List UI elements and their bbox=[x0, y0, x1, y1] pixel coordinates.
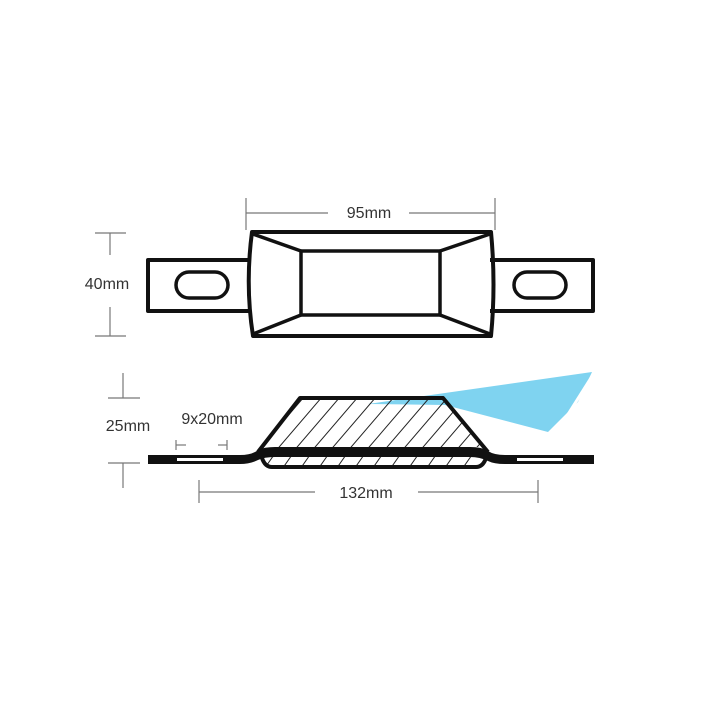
top-face bbox=[299, 249, 442, 317]
dimension-132mm: 132mm bbox=[198, 480, 539, 503]
dimension-25mm: 25mm bbox=[106, 373, 150, 488]
anode-body-top bbox=[246, 230, 496, 338]
right-mounting-tab bbox=[490, 258, 595, 313]
dimension-40mm: 40mm bbox=[85, 232, 129, 337]
label-body-width: 95mm bbox=[347, 205, 391, 222]
left-slot-section bbox=[177, 458, 223, 461]
label-thickness: 25mm bbox=[106, 418, 150, 435]
right-slot bbox=[512, 270, 568, 300]
right-slot-section bbox=[517, 458, 563, 461]
hatch-lower bbox=[262, 457, 475, 467]
left-slot bbox=[174, 270, 230, 300]
mounting-strap bbox=[148, 447, 594, 464]
label-overall-length: 132mm bbox=[339, 485, 392, 502]
label-height: 40mm bbox=[85, 276, 129, 293]
section-view: 25mm 9x20mm bbox=[106, 369, 598, 503]
left-mounting-tab bbox=[146, 258, 250, 313]
anode-body-section bbox=[256, 396, 490, 469]
top-view: 95mm 40mm bbox=[85, 198, 595, 338]
blue-highlight-shape bbox=[368, 369, 598, 436]
label-slot-size: 9x20mm bbox=[181, 411, 242, 428]
dimension-slot: 9x20mm bbox=[175, 411, 243, 450]
dimension-95mm: 95mm bbox=[245, 198, 496, 230]
